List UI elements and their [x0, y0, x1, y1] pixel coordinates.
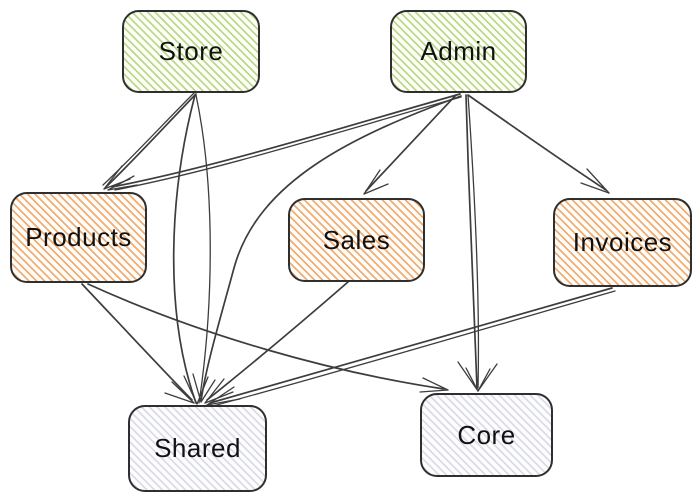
node-sales-label: Sales: [322, 224, 391, 255]
node-core-label: Core: [457, 419, 516, 450]
node-products[interactable]: Products: [10, 192, 147, 283]
edge-products-core: [87, 283, 449, 393]
node-shared[interactable]: Shared: [128, 405, 267, 492]
edge-store-products: [102, 92, 197, 190]
node-invoices[interactable]: Invoices: [553, 198, 692, 287]
node-sales[interactable]: Sales: [288, 198, 425, 282]
node-admin-label: Admin: [420, 36, 497, 66]
node-shared-label: Shared: [154, 433, 241, 463]
edge-sales-shared: [204, 281, 349, 404]
edge-products-shared: [81, 283, 195, 404]
edge-admin-core: [457, 94, 498, 392]
node-store-label: Store: [158, 36, 224, 66]
node-store[interactable]: Store: [122, 10, 260, 93]
node-invoices-label: Invoices: [572, 227, 673, 257]
node-core[interactable]: Core: [420, 393, 553, 477]
edge-admin-products: [107, 93, 462, 191]
edge-store-shared: [172, 94, 211, 405]
edge-invoices-shared: [206, 287, 616, 407]
edge-admin-sales: [363, 94, 457, 195]
node-products-label: Products: [25, 222, 132, 252]
edge-admin-invoices: [467, 94, 610, 194]
node-admin[interactable]: Admin: [390, 10, 527, 93]
